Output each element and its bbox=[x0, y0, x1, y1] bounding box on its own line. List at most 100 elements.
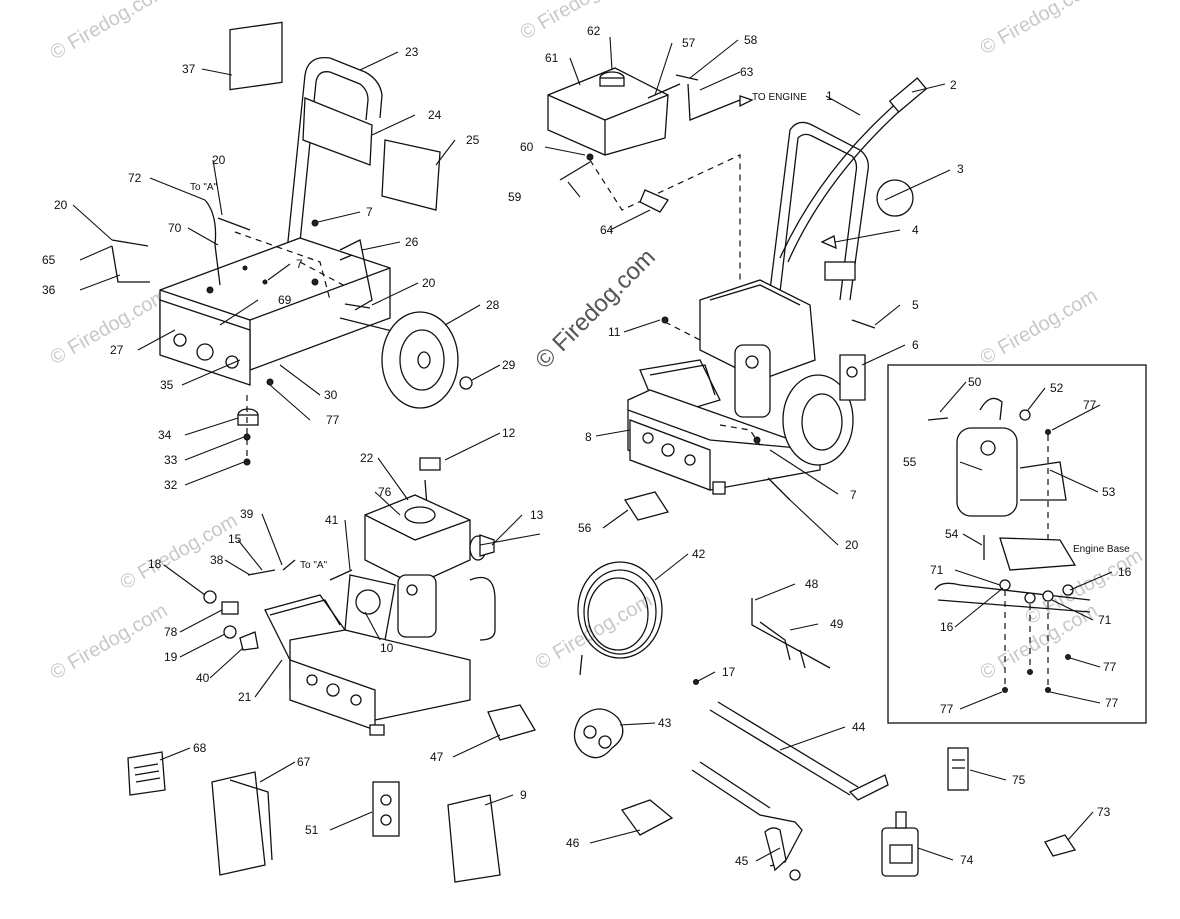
callout-54: 54 bbox=[945, 527, 959, 541]
watermark-mid-right: © Firedog.com bbox=[977, 285, 1102, 370]
callout-30: 30 bbox=[324, 388, 338, 402]
note-engine-base: Engine Base bbox=[1073, 544, 1130, 555]
decal-24 bbox=[302, 97, 373, 166]
watermark-center: © Firedog.com bbox=[530, 244, 661, 375]
callout-44: 44 bbox=[852, 720, 866, 734]
tank-bracket-64 bbox=[639, 189, 669, 213]
callout-5: 5 bbox=[912, 298, 919, 312]
callout-8: 8 bbox=[585, 430, 592, 444]
muffler-55 bbox=[956, 427, 1018, 517]
callout-40: 40 bbox=[196, 671, 210, 685]
callout-74: 74 bbox=[960, 853, 974, 867]
engine-pump-assembly bbox=[203, 457, 496, 736]
callout-21: 21 bbox=[238, 690, 252, 704]
callout-57: 57 bbox=[682, 36, 696, 50]
decal-47 bbox=[487, 704, 536, 741]
fitting-78 bbox=[221, 601, 239, 615]
callout-52: 52 bbox=[1050, 381, 1064, 395]
callout-77-bottom-right: 77 bbox=[1105, 696, 1119, 710]
manual-67 bbox=[211, 771, 266, 876]
callout-35: 35 bbox=[160, 378, 174, 392]
callout-34: 34 bbox=[158, 428, 172, 442]
callout-28: 28 bbox=[486, 298, 500, 312]
callout-numbers: 1 2 3 4 5 6 7 7 7 8 9 10 11 12 13 15 16 … bbox=[42, 24, 1132, 868]
callout-47: 47 bbox=[430, 750, 444, 764]
callout-12: 12 bbox=[502, 426, 516, 440]
manual-9 bbox=[447, 794, 501, 883]
frame-assembly bbox=[111, 21, 473, 466]
callout-73: 73 bbox=[1097, 805, 1111, 819]
callout-59: 59 bbox=[508, 190, 522, 204]
callout-62: 62 bbox=[587, 24, 601, 38]
callout-48: 48 bbox=[805, 577, 819, 591]
callout-77-frame: 77 bbox=[326, 413, 340, 427]
callout-37: 37 bbox=[182, 62, 196, 76]
callout-7-mid: 7 bbox=[296, 257, 303, 271]
kit-46 bbox=[620, 799, 674, 836]
callout-38: 38 bbox=[210, 553, 224, 567]
callout-10: 10 bbox=[380, 641, 394, 655]
watermark-bottom-left: © Firedog.com bbox=[47, 600, 172, 685]
watermark-left-frame: © Firedog.com bbox=[117, 510, 242, 595]
callout-13: 13 bbox=[530, 508, 544, 522]
callout-33: 33 bbox=[164, 453, 178, 467]
packet-73 bbox=[1044, 834, 1077, 857]
notes: TO ENGINE To "A" To "A" Engine Base bbox=[190, 92, 1130, 571]
callout-16-left: 16 bbox=[940, 620, 954, 634]
callout-50: 50 bbox=[968, 375, 982, 389]
callout-29: 29 bbox=[502, 358, 516, 372]
callout-71-left: 71 bbox=[930, 563, 944, 577]
callout-41: 41 bbox=[325, 513, 339, 527]
callout-11: 11 bbox=[608, 325, 621, 339]
callout-3: 3 bbox=[957, 162, 964, 176]
decal-56 bbox=[623, 491, 670, 521]
muffler bbox=[734, 344, 771, 418]
callout-53: 53 bbox=[1102, 485, 1116, 499]
note-to-engine: TO ENGINE bbox=[752, 92, 807, 103]
watermark-top-right: © Firedog.com bbox=[977, 0, 1102, 59]
callout-77-mid: 77 bbox=[1103, 660, 1117, 674]
callout-76: 76 bbox=[378, 485, 392, 499]
callout-6: 6 bbox=[912, 338, 919, 352]
loose-parts bbox=[127, 491, 1077, 883]
wheel-28 bbox=[381, 311, 459, 409]
callout-9: 9 bbox=[520, 788, 527, 802]
callout-61: 61 bbox=[545, 51, 559, 65]
assembled-machine bbox=[627, 77, 928, 501]
hose-42 bbox=[577, 561, 663, 659]
watermark-top-center: © Firedog.com bbox=[517, 0, 642, 44]
callout-51: 51 bbox=[305, 823, 319, 837]
callout-32: 32 bbox=[164, 478, 178, 492]
watermark-bottom-center: © Firedog.com bbox=[532, 590, 657, 675]
note-to-a-2: To "A" bbox=[300, 560, 328, 571]
callout-24: 24 bbox=[428, 108, 442, 122]
callout-7-top: 7 bbox=[366, 205, 373, 219]
callout-18: 18 bbox=[148, 557, 162, 571]
callout-77-top: 77 bbox=[1083, 398, 1097, 412]
inset-frame bbox=[887, 364, 1147, 724]
callout-78: 78 bbox=[164, 625, 178, 639]
callout-20-mid: 20 bbox=[422, 276, 436, 290]
callout-68: 68 bbox=[193, 741, 207, 755]
callout-71-right: 71 bbox=[1098, 613, 1112, 627]
callout-17: 17 bbox=[722, 665, 736, 679]
callout-75: 75 bbox=[1012, 773, 1026, 787]
callout-39: 39 bbox=[240, 507, 254, 521]
callout-1: 1 bbox=[826, 89, 833, 103]
callout-67: 67 bbox=[297, 755, 311, 769]
callout-45: 45 bbox=[735, 854, 749, 868]
callout-42: 42 bbox=[692, 547, 706, 561]
fitting-18 bbox=[203, 590, 217, 604]
callout-64: 64 bbox=[600, 223, 614, 237]
callout-25: 25 bbox=[466, 133, 480, 147]
callout-20-right: 20 bbox=[845, 538, 859, 552]
callout-72: 72 bbox=[128, 171, 142, 185]
callout-60: 60 bbox=[520, 140, 534, 154]
callout-27: 27 bbox=[110, 343, 124, 357]
callout-leaders bbox=[72, 36, 1113, 862]
fitting-19 bbox=[223, 625, 237, 639]
engine-base-inset bbox=[887, 364, 1147, 724]
callout-22: 22 bbox=[360, 451, 374, 465]
decal-37 bbox=[229, 21, 283, 91]
